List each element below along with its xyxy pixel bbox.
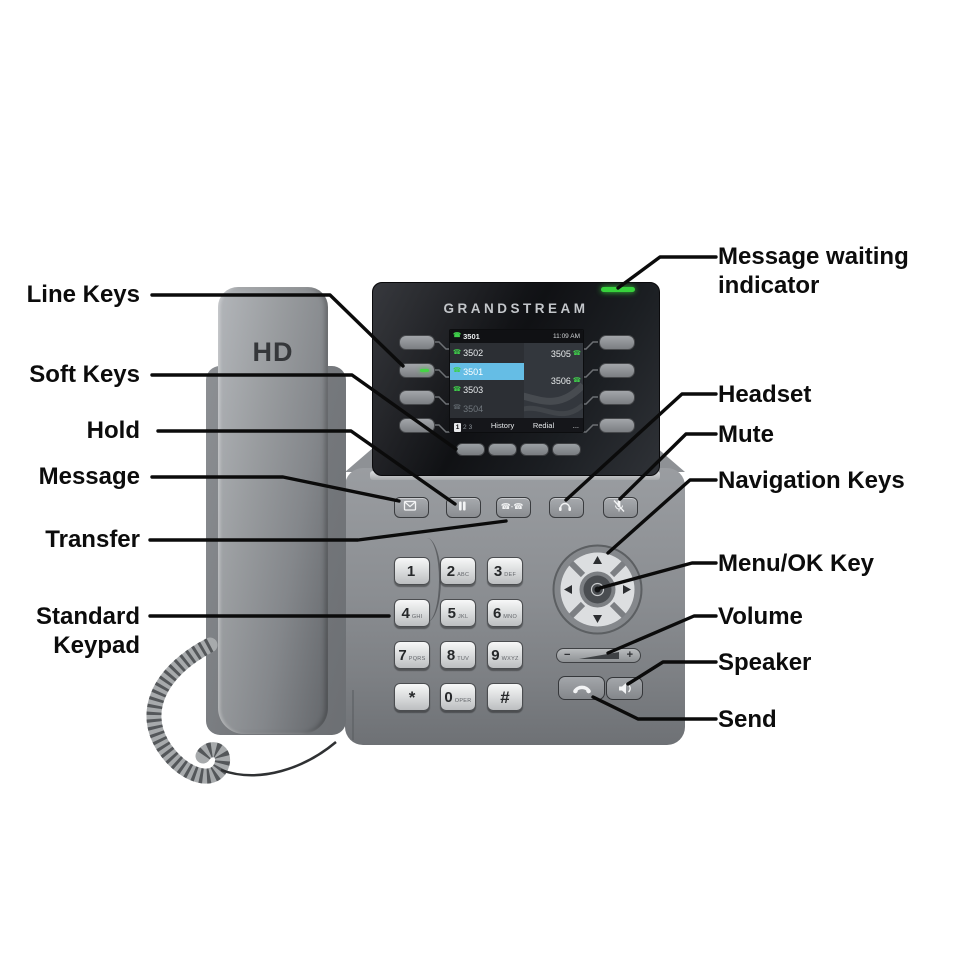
- label-speaker: Speaker: [718, 649, 812, 676]
- navigation-cluster[interactable]: [551, 543, 644, 636]
- send-key[interactable]: [558, 676, 605, 700]
- phone-icon: ☎: [453, 404, 462, 412]
- softkey-more: ...: [572, 420, 579, 430]
- softkey-redial: Redial: [532, 420, 555, 430]
- phone-icon: ☎: [572, 349, 581, 357]
- lcd-screen: ☎3501 11:09 AM ☎3502 ☎3501 ☎3503 ☎3504 3…: [449, 329, 584, 433]
- headset-icon: [559, 502, 571, 511]
- line-key-left-1[interactable]: [399, 335, 435, 350]
- transfer-key[interactable]: ☎-☎: [496, 497, 531, 518]
- keypad-key-1[interactable]: 1: [394, 557, 430, 585]
- label-transfer: Transfer: [45, 526, 140, 553]
- line-key-right-3[interactable]: [599, 390, 635, 405]
- volume-wedge: [578, 651, 619, 659]
- brand-logo: GRANDSTREAM: [443, 301, 589, 316]
- envelope-icon: [403, 500, 417, 511]
- lcd-line-row-right: 3505☎: [550, 349, 581, 359]
- line-key-left-3[interactable]: [399, 390, 435, 405]
- phone-icon: ☎: [453, 385, 462, 393]
- nav-down-arrow[interactable]: [593, 615, 602, 623]
- label-hold: Hold: [86, 417, 140, 444]
- line-key-led: [420, 368, 429, 372]
- mute-icon: [613, 500, 625, 512]
- phone-icon: ☎: [453, 367, 462, 375]
- phone-icon: ☎: [453, 332, 462, 340]
- keypad-key-hash[interactable]: #: [487, 683, 523, 711]
- volume-rocker[interactable]: − +: [556, 648, 641, 663]
- handset-send-icon: [572, 685, 591, 694]
- line-key-right-2[interactable]: [599, 363, 635, 378]
- label-send: Send: [718, 706, 777, 733]
- lcd-line-row-right: 3506☎: [550, 376, 581, 386]
- lcd-line-row: ☎3502: [453, 348, 484, 358]
- label-message-waiting: Message waiting indicator: [718, 243, 909, 299]
- hd-badge: HD: [252, 337, 294, 367]
- message-key[interactable]: [394, 497, 429, 518]
- svg-text:☎-☎: ☎-☎: [501, 502, 524, 511]
- lcd-line-row-inactive: ☎3504: [453, 403, 484, 414]
- phone-icon: ☎: [572, 376, 581, 384]
- volume-plus[interactable]: +: [626, 649, 633, 661]
- line-key-left-4[interactable]: [399, 418, 435, 433]
- line-key-right-1[interactable]: [599, 335, 635, 350]
- label-mute: Mute: [718, 421, 774, 448]
- line-key-right-4[interactable]: [599, 418, 635, 433]
- label-menu-ok: Menu/OK Key: [718, 550, 875, 577]
- pause-icon: [459, 501, 466, 511]
- volume-minus[interactable]: −: [564, 649, 571, 661]
- label-line-keys: Line Keys: [26, 281, 140, 308]
- lcd-account: 3501: [463, 332, 480, 341]
- line-key-left-2[interactable]: [399, 363, 435, 378]
- lcd-time: 11:09 AM: [553, 333, 580, 340]
- lcd-status-bar: ☎3501 11:09 AM: [450, 330, 583, 343]
- label-message: Message: [38, 463, 140, 490]
- soft-key-4[interactable]: [552, 443, 581, 456]
- speaker-key[interactable]: [606, 677, 643, 700]
- label-soft-keys: Soft Keys: [29, 361, 140, 388]
- phone-icon: ☎: [453, 348, 462, 356]
- handset[interactable]: HD: [218, 287, 328, 734]
- keypad-key-star[interactable]: *: [394, 683, 430, 711]
- body-crease: [352, 690, 354, 740]
- label-volume: Volume: [718, 603, 803, 630]
- hold-key[interactable]: [446, 497, 481, 518]
- soft-key-1[interactable]: [456, 443, 485, 456]
- soft-key-3[interactable]: [520, 443, 549, 456]
- label-navigation-keys: Navigation Keys: [718, 467, 905, 494]
- lcd-line-list: ☎3502 ☎3501 ☎3503 ☎3504: [450, 343, 524, 418]
- display-unit: GRANDSTREAM ☎3501: [372, 282, 660, 476]
- lcd-line-row-active: ☎3501: [450, 363, 524, 380]
- transfer-icon: ☎-☎: [501, 502, 524, 511]
- soft-key-2[interactable]: [488, 443, 517, 456]
- mute-key[interactable]: [603, 497, 638, 518]
- nav-left-arrow[interactable]: [564, 585, 572, 594]
- headset-key[interactable]: [549, 497, 584, 518]
- speaker-icon: [618, 683, 631, 694]
- softkey-history: History: [490, 420, 515, 430]
- label-standard-keypad: Standard Keypad: [35, 603, 140, 659]
- label-headset: Headset: [718, 381, 812, 408]
- lcd-line-row: ☎3503: [453, 385, 484, 395]
